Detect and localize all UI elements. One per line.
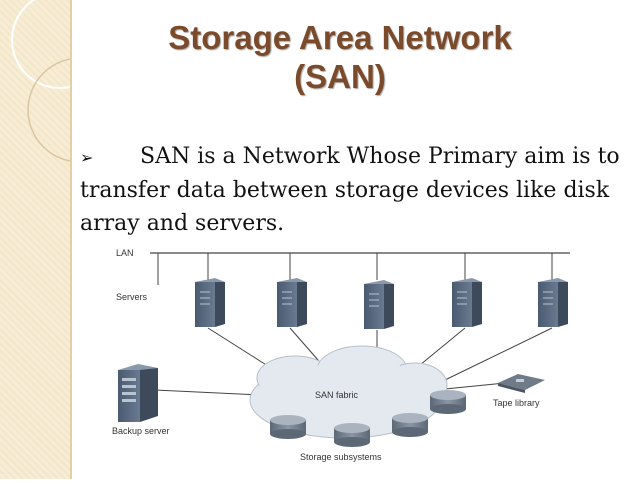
lan-drops: [157, 253, 553, 285]
storage-disk-4: [392, 413, 428, 437]
decorative-arcs: [11, 0, 133, 163]
server-4: [452, 278, 482, 327]
bullet-point: ➢SAN is a Network Whose Primary aim is t…: [80, 140, 630, 240]
san-diagram-graphic: [118, 252, 570, 447]
san-diagram: LAN Servers SAN fabric Backup server Tap…: [100, 240, 638, 475]
backup-server-label: Backup server: [112, 426, 170, 436]
server-3: [364, 280, 394, 329]
slide-title: Storage Area Network (SAN): [130, 18, 550, 96]
tape-library-label: Tape library: [493, 398, 540, 408]
servers-label: Servers: [116, 292, 148, 302]
server-5: [538, 278, 568, 327]
slide-title-line1: Storage Area Network: [168, 19, 512, 56]
slide-title-line2: (SAN): [294, 58, 386, 95]
backup-server: [118, 364, 158, 422]
sidebar-divider: [70, 0, 72, 479]
decorative-sidebar: [0, 0, 133, 479]
server-2: [277, 278, 307, 327]
server-1: [195, 278, 225, 327]
lan-label: LAN: [116, 248, 134, 258]
storage-disk-1: [430, 390, 466, 414]
arrow-bullet-icon: ➢: [80, 148, 94, 167]
bullet-text: SAN is a Network Whose Primary aim is to…: [80, 144, 620, 236]
storage-subsystems-label: Storage subsystems: [300, 452, 382, 462]
tape-library: [498, 374, 545, 393]
storage-disk-2: [270, 415, 306, 439]
storage-disk-3: [334, 423, 370, 447]
san-fabric-label: SAN fabric: [315, 390, 359, 400]
